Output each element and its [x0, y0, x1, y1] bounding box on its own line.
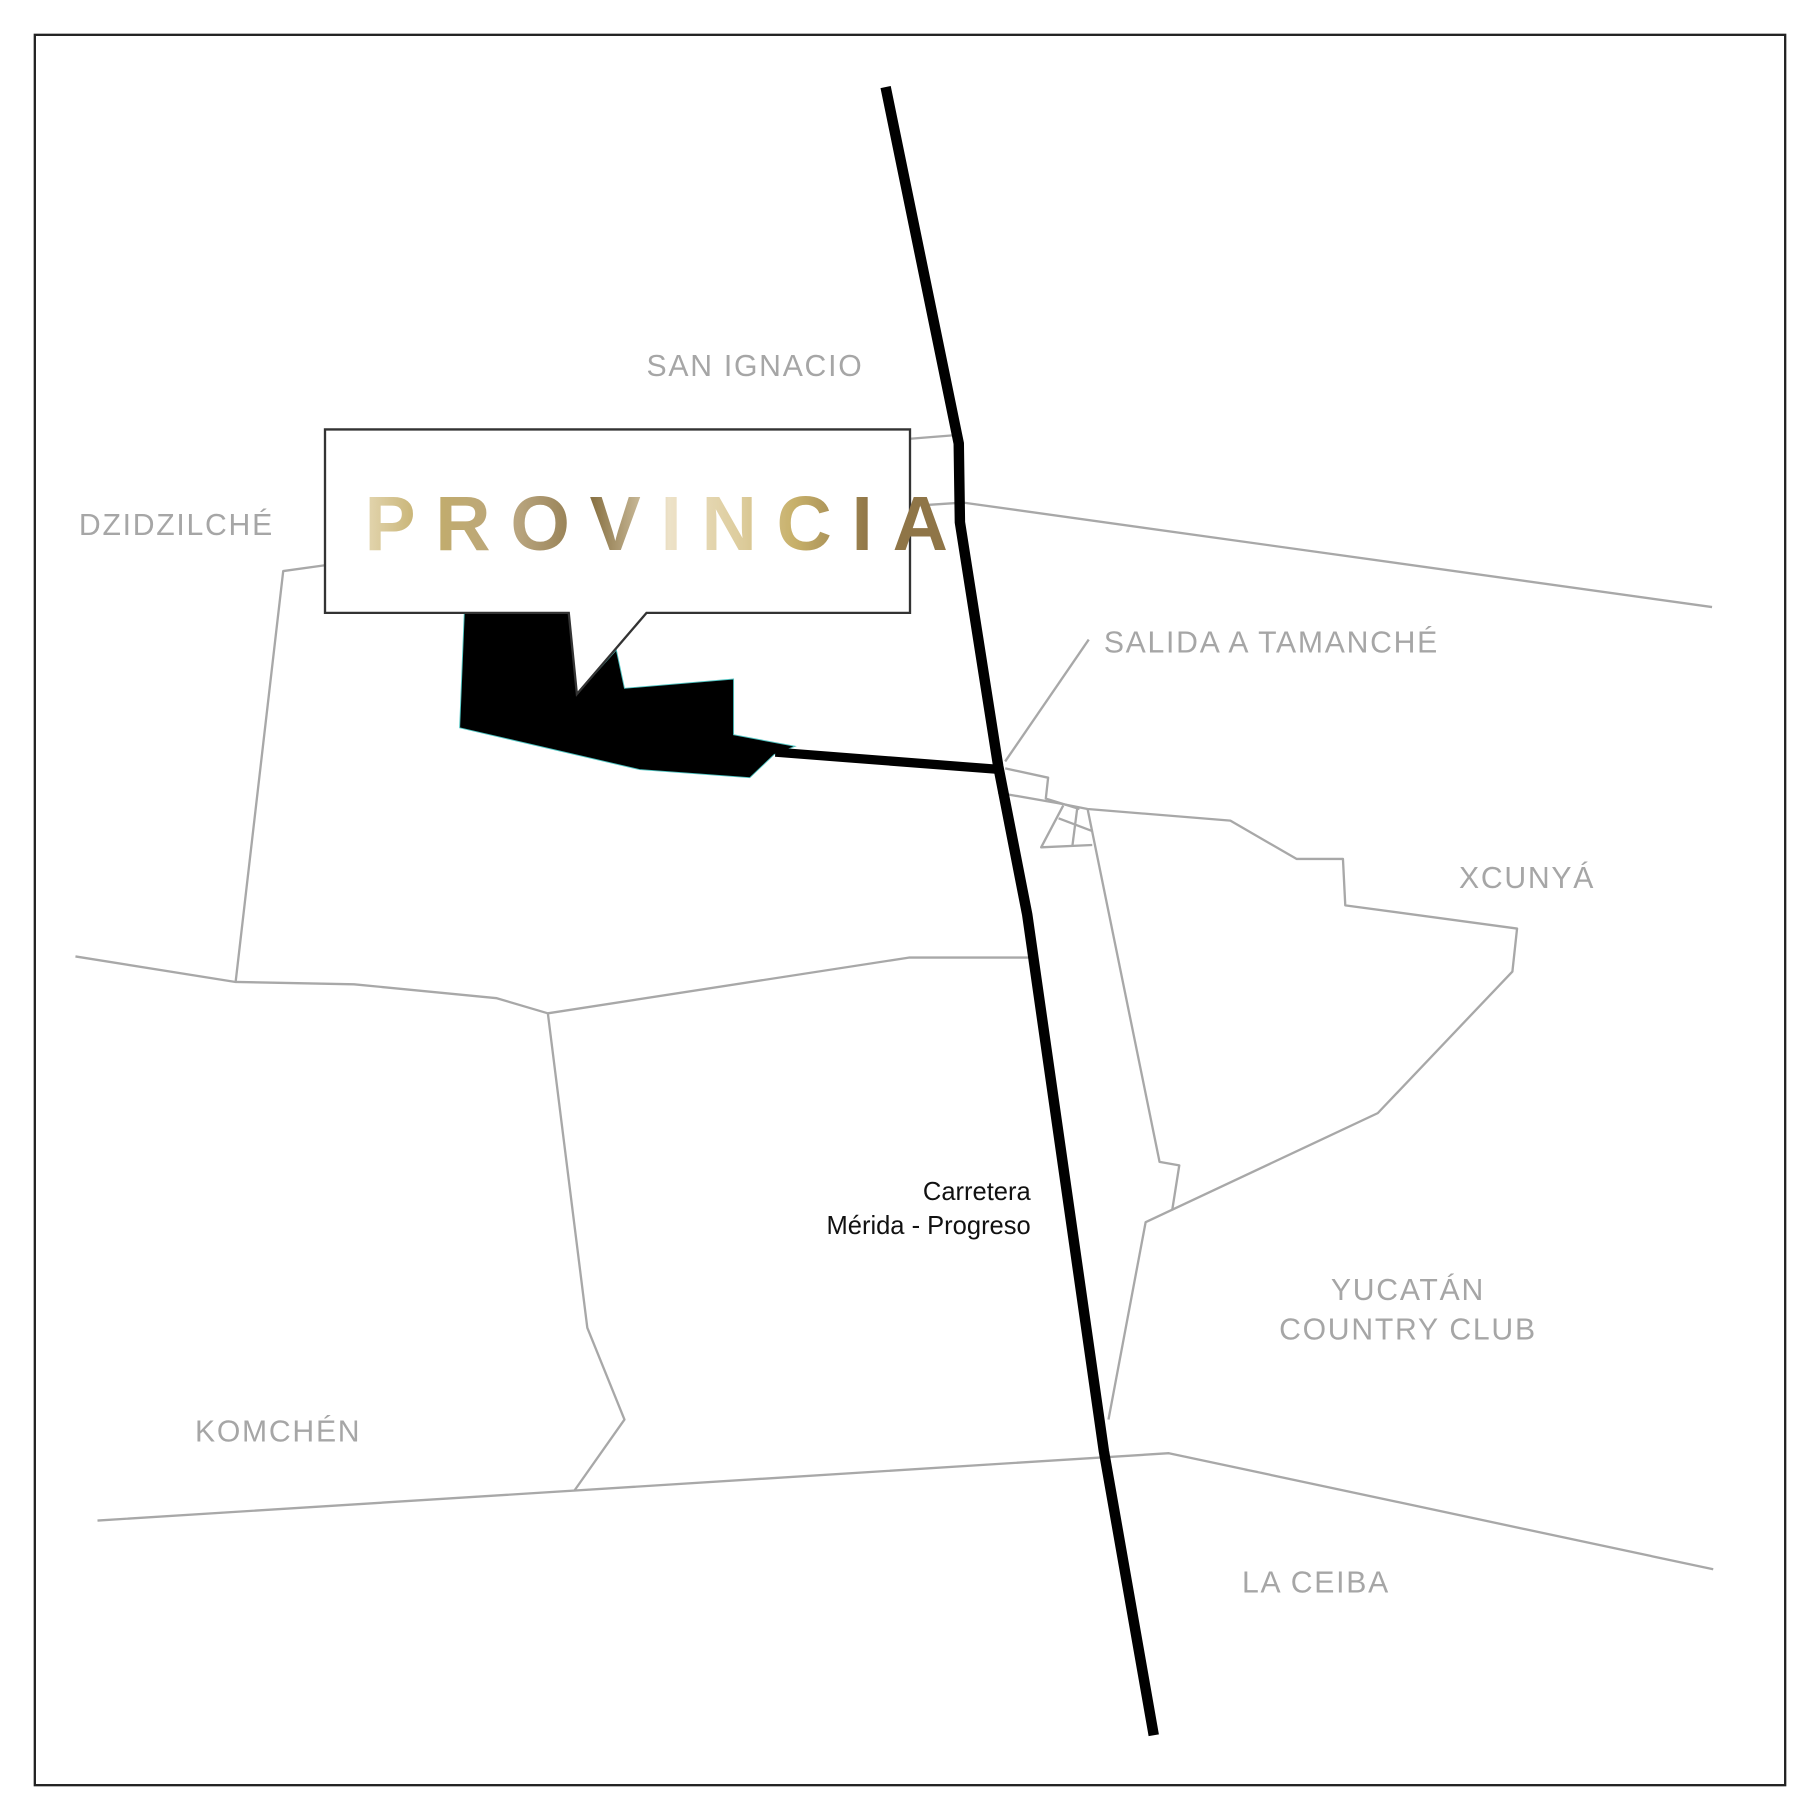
provincia-callout: PROVINCIA — [323, 428, 967, 697]
map-frame — [33, 33, 1787, 1787]
label-xcunya: XCUNYÁ — [1459, 862, 1595, 895]
road-central-west — [75, 955, 1029, 1015]
label-dzidzilche: DZIDZILCHÉ — [79, 509, 274, 542]
road-south — [97, 1452, 1714, 1571]
roads — [75, 434, 1714, 1571]
road-country-club — [998, 791, 1519, 1420]
access-road — [774, 747, 1001, 775]
label-komchen: KOMCHÉN — [195, 1416, 361, 1449]
label-salida-tamanche: SALIDA A TAMANCHÉ — [1104, 626, 1439, 659]
road-dzidzilche — [234, 564, 326, 983]
road-local-1 — [1040, 804, 1093, 849]
provincia-logo: PROVINCIA — [364, 482, 967, 567]
road-local-2 — [1071, 808, 1079, 846]
highway-label-line2: Mérida - Progreso — [827, 1212, 1031, 1240]
road-salida-tamanche — [1004, 638, 1090, 763]
label-la-ceiba: LA CEIBA — [1242, 1567, 1390, 1600]
road-komchen — [546, 1013, 626, 1492]
highway-merida-progreso — [880, 86, 1159, 1737]
road-local-3 — [1058, 817, 1093, 833]
road-country-club-inner — [1086, 808, 1181, 1210]
label-yucatan-country-club-2: COUNTRY CLUB — [1279, 1313, 1537, 1346]
highway-label-line1: Carretera — [923, 1178, 1032, 1206]
label-san-ignacio: SAN IGNACIO — [647, 350, 864, 383]
road-san-ignacio — [909, 434, 955, 440]
label-yucatan-country-club-1: YUCATÁN — [1331, 1274, 1485, 1307]
